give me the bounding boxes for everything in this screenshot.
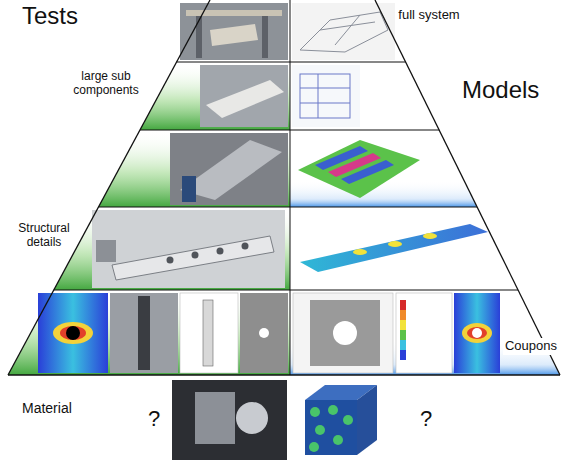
level-label: Structural details xyxy=(6,222,82,250)
bolt-hole xyxy=(192,252,199,259)
joint-specimen xyxy=(112,236,274,280)
tier-line xyxy=(54,289,518,290)
question-mark: ? xyxy=(148,406,160,431)
clamp xyxy=(96,240,116,262)
microscope-body xyxy=(195,392,235,444)
specimen-sketch xyxy=(203,300,213,366)
colorbar-step xyxy=(400,300,406,310)
operator xyxy=(182,176,196,202)
bolt-hole xyxy=(167,257,174,264)
tier-line xyxy=(98,206,477,207)
fe-panel-model xyxy=(298,140,420,198)
aircraft-part xyxy=(210,24,258,46)
model-wireframe xyxy=(300,103,350,104)
level-label: large sub components xyxy=(60,70,152,98)
model-wireframe xyxy=(300,88,350,89)
strain-concentration xyxy=(467,327,487,339)
full-system-model xyxy=(292,3,395,60)
test-glow xyxy=(8,290,290,375)
model-wireframe xyxy=(335,15,360,45)
fiber xyxy=(315,425,325,435)
sub-component-model xyxy=(292,65,360,127)
pyramid-divider xyxy=(290,0,291,375)
colorbar-step xyxy=(400,340,406,350)
colorbar-step xyxy=(400,320,406,330)
sub-component-photo xyxy=(170,133,288,205)
strain-concentration xyxy=(53,322,93,344)
rig-column xyxy=(196,16,202,58)
rig-column xyxy=(262,16,268,58)
coupon-hole xyxy=(66,326,80,340)
colorbar-step xyxy=(400,330,406,340)
test-glow xyxy=(98,130,290,207)
model-glow xyxy=(290,180,477,207)
side-heading: Tests xyxy=(22,2,78,30)
model-wireframe xyxy=(320,22,375,30)
fem-colorbar-panel xyxy=(396,293,452,373)
colorbar-step xyxy=(400,310,406,320)
question-mark: ? xyxy=(420,406,432,431)
rve-cube-front xyxy=(305,400,357,455)
speckle-photo xyxy=(240,293,288,373)
wing-panel xyxy=(206,80,284,118)
level-label: Coupons xyxy=(503,338,559,355)
fem-strain-contour xyxy=(454,293,500,373)
fiber xyxy=(328,405,338,415)
test-glow xyxy=(54,207,290,290)
damage-mesh xyxy=(310,300,380,366)
test-machine-photo xyxy=(110,293,178,373)
strain-concentration xyxy=(462,323,492,343)
fe-hotspot xyxy=(388,241,402,247)
tier-line xyxy=(177,61,406,62)
pyramid-edge xyxy=(375,0,560,375)
tier-line xyxy=(8,374,560,375)
fe-joint-model xyxy=(300,224,488,272)
sub-component-photo xyxy=(200,65,288,127)
tier-line xyxy=(140,129,439,130)
level-label: Material xyxy=(22,400,72,416)
coupon-hole xyxy=(472,328,482,338)
side-heading: Models xyxy=(462,76,539,104)
level-label: full system xyxy=(398,8,460,23)
dic-strain-contour xyxy=(38,293,108,373)
model-wireframe xyxy=(318,74,319,118)
microscope-photo xyxy=(172,380,287,460)
rig-beam xyxy=(186,10,282,16)
strain-concentration xyxy=(60,326,86,340)
model-wireframe xyxy=(300,74,350,118)
full-system-photo xyxy=(180,3,288,60)
fe-hotspot xyxy=(423,233,437,239)
fiber xyxy=(310,407,320,417)
test-glow xyxy=(140,62,290,130)
damage-plot xyxy=(293,293,393,373)
pyramid-edge xyxy=(8,0,210,375)
bolt-hole xyxy=(217,248,224,255)
fe-stiffener xyxy=(341,160,394,184)
microscope-stage xyxy=(236,402,268,434)
grip xyxy=(138,296,150,370)
detail-photo xyxy=(92,210,285,288)
coupon-hole xyxy=(259,328,269,338)
setup-sketch xyxy=(180,293,238,373)
bolt-hole xyxy=(242,243,249,250)
coupon-hole xyxy=(333,321,357,345)
fiber xyxy=(343,415,353,425)
fiber xyxy=(333,435,343,445)
fe-hotspot xyxy=(353,249,367,255)
fiber xyxy=(309,442,319,452)
colorbar-step xyxy=(400,350,406,360)
rve-cube-side xyxy=(357,385,377,455)
model-wireframe xyxy=(300,12,388,52)
